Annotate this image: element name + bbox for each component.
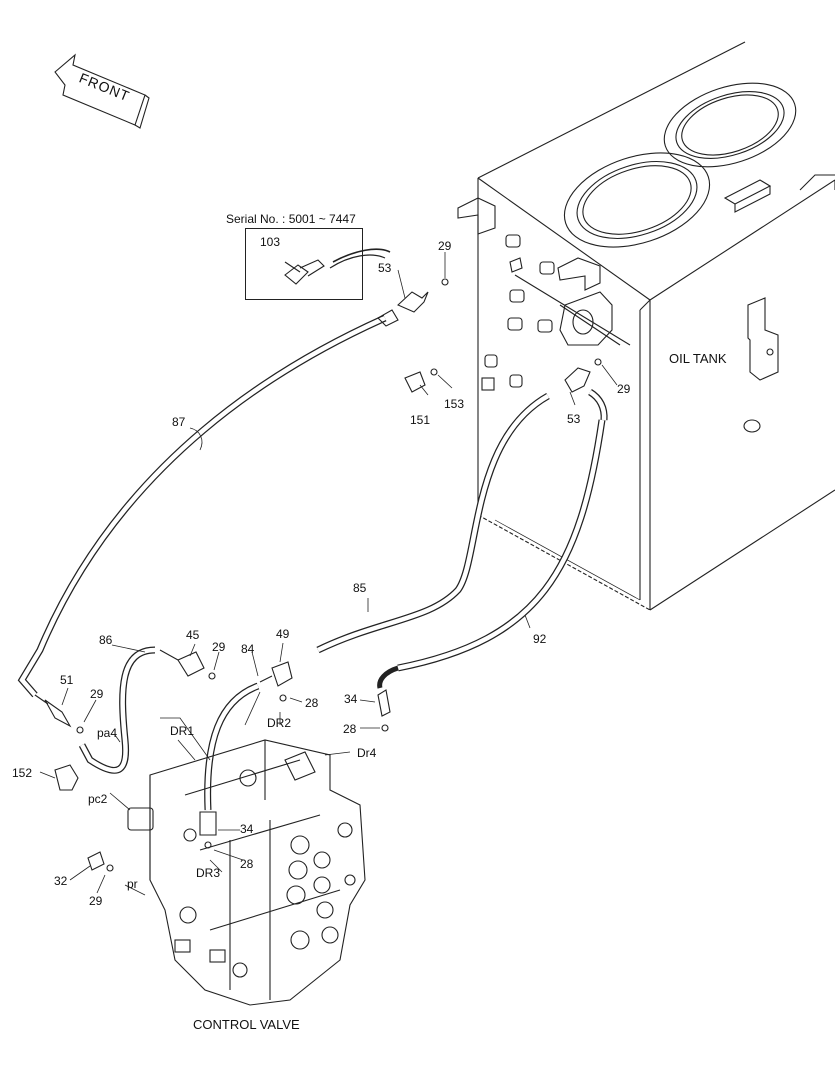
fitting-49 xyxy=(259,661,293,702)
port-label-pa4: pa4 xyxy=(97,726,118,740)
part-label-28-c: 28 xyxy=(240,857,254,871)
part-label-92: 92 xyxy=(533,632,547,646)
serial-number-text: Serial No. : 5001 ~ 7447 xyxy=(226,212,356,226)
control-valve-title: CONTROL VALVE xyxy=(193,1017,300,1032)
fitting-53-right xyxy=(564,358,602,393)
part-label-28-a: 28 xyxy=(305,696,319,710)
front-arrow-shape xyxy=(54,53,150,129)
part-label-29-bottom: 29 xyxy=(89,894,103,908)
oil-tank xyxy=(457,41,835,611)
part-label-51: 51 xyxy=(60,673,74,687)
part-label-151: 151 xyxy=(410,413,431,427)
port-label-pc2: pc2 xyxy=(88,792,108,806)
part-label-45: 45 xyxy=(186,628,200,642)
hose-85 xyxy=(316,392,550,654)
hose-84 xyxy=(204,682,260,811)
port-label-pr: pr xyxy=(127,877,138,891)
inset-part-103 xyxy=(284,259,325,285)
part-label-29-right: 29 xyxy=(617,382,631,396)
hose-87 xyxy=(17,309,399,698)
plug-151 xyxy=(404,368,438,393)
part-label-32: 32 xyxy=(54,874,68,888)
port-label-dr2: DR2 xyxy=(267,716,292,730)
leader-lines xyxy=(39,252,618,896)
part-label-34-b: 34 xyxy=(240,822,254,836)
fitting-51 xyxy=(34,694,84,734)
part-label-29-left: 29 xyxy=(90,687,104,701)
part-label-84: 84 xyxy=(241,642,255,656)
part-label-152: 152 xyxy=(12,766,33,780)
part-label-87: 87 xyxy=(172,415,186,429)
part-label-34-a: 34 xyxy=(344,692,358,706)
part-label-49: 49 xyxy=(276,627,290,641)
part-label-85: 85 xyxy=(353,581,367,595)
inset-box xyxy=(245,228,363,300)
part-label-29-top: 29 xyxy=(438,239,452,253)
part-label-29-mid: 29 xyxy=(212,640,226,654)
elbow-152 xyxy=(54,764,79,791)
fitting-53-top xyxy=(397,278,449,313)
fitting-45 xyxy=(159,649,216,680)
hose-86 xyxy=(78,646,156,774)
port-label-dr1: DR1 xyxy=(170,724,195,738)
part-label-103: 103 xyxy=(260,235,281,249)
oil-tank-title: OIL TANK xyxy=(669,351,727,366)
part-label-153: 153 xyxy=(444,397,465,411)
part-label-28-b: 28 xyxy=(343,722,357,736)
part-label-53-right: 53 xyxy=(567,412,581,426)
fitting-84-end xyxy=(199,811,217,849)
part-label-86: 86 xyxy=(99,633,113,647)
port-label-dr4: Dr4 xyxy=(357,746,377,760)
port-label-dr3: DR3 xyxy=(196,866,221,880)
hose-92 xyxy=(377,388,608,689)
plug-32 xyxy=(87,851,114,872)
part-label-53-top: 53 xyxy=(378,261,392,275)
control-valve xyxy=(127,739,366,1006)
fitting-34 xyxy=(377,689,391,732)
